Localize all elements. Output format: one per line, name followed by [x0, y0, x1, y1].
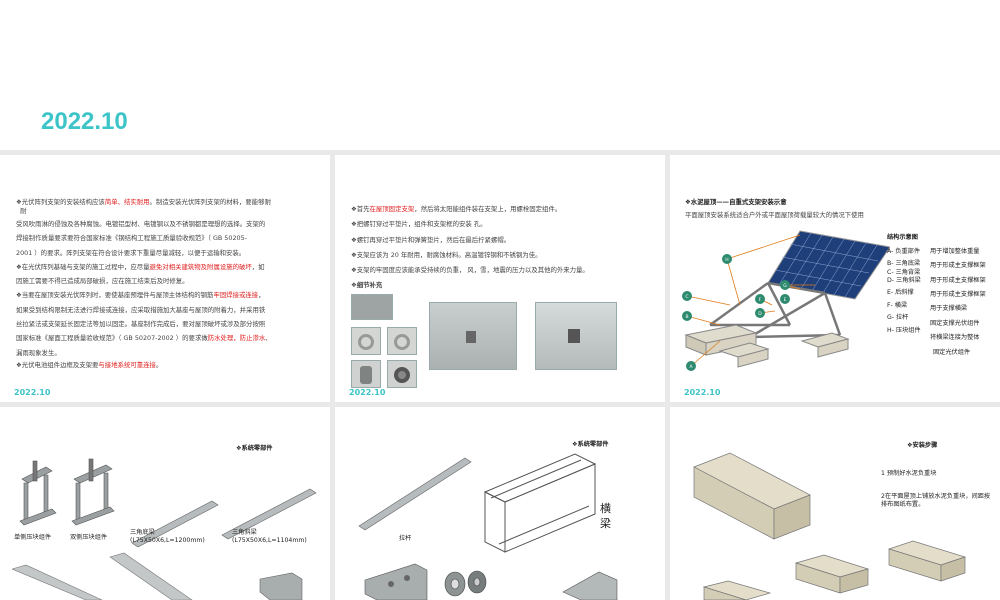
slide-5[interactable]: ❖系统零部件 拉杆 横 梁	[335, 407, 665, 600]
cover-date: 2022.10	[41, 108, 128, 135]
callout-G: G	[783, 283, 787, 289]
part-cross-beam: 横 梁	[600, 502, 611, 531]
part-single-clamp: 单侧压块组件	[14, 534, 52, 541]
slide-2[interactable]: ❖首先在屋顶固定支架，然后将太阳能组件装在支架上，用螺栓固定组件。 ❖把螺钉穿过…	[335, 155, 665, 402]
para-3: ❖螺钉再穿过平垫片和弹簧垫片，然后在最后拧紧螺帽。	[351, 235, 511, 244]
rack-diagram: H G E F D C B A	[682, 230, 890, 371]
para-6: 因施工需要不得已造成局部破损，应在施工结束后及时修复。	[16, 277, 189, 286]
callout-A: A	[689, 364, 693, 370]
washer-photo	[351, 327, 381, 355]
slide-4[interactable]: ❖系统零部件 单侧压块组件 双侧压块组件 三角底梁 (L75X50X6,L=12…	[0, 407, 330, 600]
slide4-title: ❖系统零部件	[236, 445, 273, 452]
slide3-title: ❖水泥屋顶——自重式支架安装示意	[685, 198, 787, 206]
para-8: 如果受到结构限制无法进行焊接或连接，应采取措施加大基座与屋顶的附着力，并采用铁	[16, 305, 266, 314]
slide-6[interactable]: ❖安装步骤 1 预制好水泥负重块 2在平面屋顶上铺放水泥负重块，间距按排布图纸布…	[670, 407, 1000, 600]
slide6-title: ❖安装步骤	[907, 442, 938, 449]
para-7: ❖当要在屋顶安装光伏阵列时，要使基座预埋件与屋顶主体结构的钢筋牢固焊接或连接，	[16, 291, 265, 300]
concrete-block-icon	[887, 540, 967, 582]
detail-heading: ❖细节补充	[351, 281, 383, 290]
part-double-clamp: 双侧压块组件	[70, 534, 108, 541]
para-1: ❖光伏阵列支架的安装结构应该简单、结实耐用。制造安装光伏阵列支架的材料，要能够耐…	[16, 198, 271, 216]
para-2: 受风吹雨淋的侵蚀及各种腐蚀。电镀铝型材、电镀钢以及不锈钢都是理想的选择。支架的	[16, 220, 266, 228]
para-5: ❖在光伏阵列基础与支架的施工过程中，应尽量避免对相关建筑物及附属设施的破坏，如	[16, 262, 265, 271]
legend-left: A- 负重部件 B- 三角底梁 C- 三角背梁 D- 三角斜梁 E- 后斜撑 F…	[887, 248, 921, 334]
nut-photo	[387, 360, 417, 388]
concrete-blocks-illustration	[693, 452, 870, 600]
callout-E: E	[784, 297, 787, 303]
washer-photo	[387, 327, 417, 355]
install-step-2: 2在平面屋顶上铺放水泥负重块，间距按排布图纸布置。	[881, 493, 991, 509]
washer-photo	[351, 294, 393, 320]
slide1-footer: 2022.10	[14, 388, 51, 397]
callout-C: C	[685, 294, 688, 300]
callout-H: H	[725, 257, 728, 263]
mounting-photo	[535, 302, 617, 370]
cover-slide: 2022.10	[0, 0, 1000, 150]
para-12: ❖光伏电池组件边框及支架要与接地系统可靠连接。	[16, 360, 163, 369]
para-1: ❖首先在屋顶固定支架，然后将太阳能组件装在支架上，用螺栓固定组件。	[351, 205, 562, 213]
part-tie-rod: 拉杆	[399, 535, 412, 542]
slide2-footer: 2022.10	[349, 388, 386, 397]
parts-illustration	[12, 458, 317, 600]
install-step-1: 1 预制好水泥负重块	[881, 470, 937, 477]
slide5-title: ❖系统零部件	[572, 441, 609, 448]
callout-D: D	[758, 311, 762, 317]
parts-illustration	[358, 453, 618, 600]
legend-right: 用于增加整体重量 用于形成主支撑框架 用于形成主支撑框架 用于形成主支撑框架 用…	[930, 248, 986, 356]
slide-3[interactable]: ❖水泥屋顶——自重式支架安装示意 平面屋顶安装系统适合户外或平面屋顶荷载量较大的…	[670, 155, 1000, 402]
para-9: 丝拉紧法或支架延长固定法等加以固定。基座制作完成后，要对屋顶破坏或涉及部分按照	[16, 319, 266, 328]
structure-title: 结构示意图	[887, 234, 918, 241]
mounting-photo	[429, 302, 517, 370]
bolt-photo	[351, 360, 381, 388]
para-4: ❖支架应该为 20 年耐用，耐腐蚀材料。高温镀锌钢和不锈钢为佳。	[351, 250, 542, 259]
para-5: ❖支架的牢固度应该能承受持续的负重， 风，雪，地震的压力以及其他的外来力量。	[351, 266, 589, 275]
para-11: 漏雨现象发生。	[16, 348, 61, 357]
slide1-text-block: ❖光伏阵列支架的安装结构应该简单、结实耐用。制造安装光伏阵列支架的材料，要能够耐…	[16, 198, 316, 370]
para-3: 焊接制作质量要求要符合国家标准《钢结构工程施工质量验收规范》（ GB 50205…	[16, 234, 247, 243]
para-10: 国家标准《屋面工程质量验收规范》（ GB 50207-2002 ）的要求做防水处…	[16, 334, 272, 343]
slide3-footer: 2022.10	[684, 388, 721, 397]
para-4: 2001 ）的要求。阵列支架在符合设计要求下重量尽量减轻，以便于运输和安装。	[16, 248, 246, 257]
slide-1[interactable]: ❖光伏阵列支架的安装结构应该简单、结实耐用。制造安装光伏阵列支架的材料，要能够耐…	[0, 155, 330, 402]
para-2: ❖把螺钉穿过平垫片，组件和支架框的安装 孔。	[351, 220, 487, 229]
callout-F: F	[759, 297, 762, 303]
slide3-subtitle: 平面屋顶安装系统适合户外或平面屋顶荷载量较大的情况下使用	[685, 211, 864, 219]
part-bottom-beam: 三角底梁 (L75X50X6,L=1200mm)	[130, 529, 205, 545]
callout-B: B	[685, 314, 688, 320]
part-slant-beam: 三角斜梁 (L75X50X6,L=1104mm)	[232, 529, 307, 545]
slide2-text-block: ❖首先在屋顶固定支架，然后将太阳能组件装在支架上，用螺栓固定组件。 ❖把螺钉穿过…	[351, 205, 651, 291]
